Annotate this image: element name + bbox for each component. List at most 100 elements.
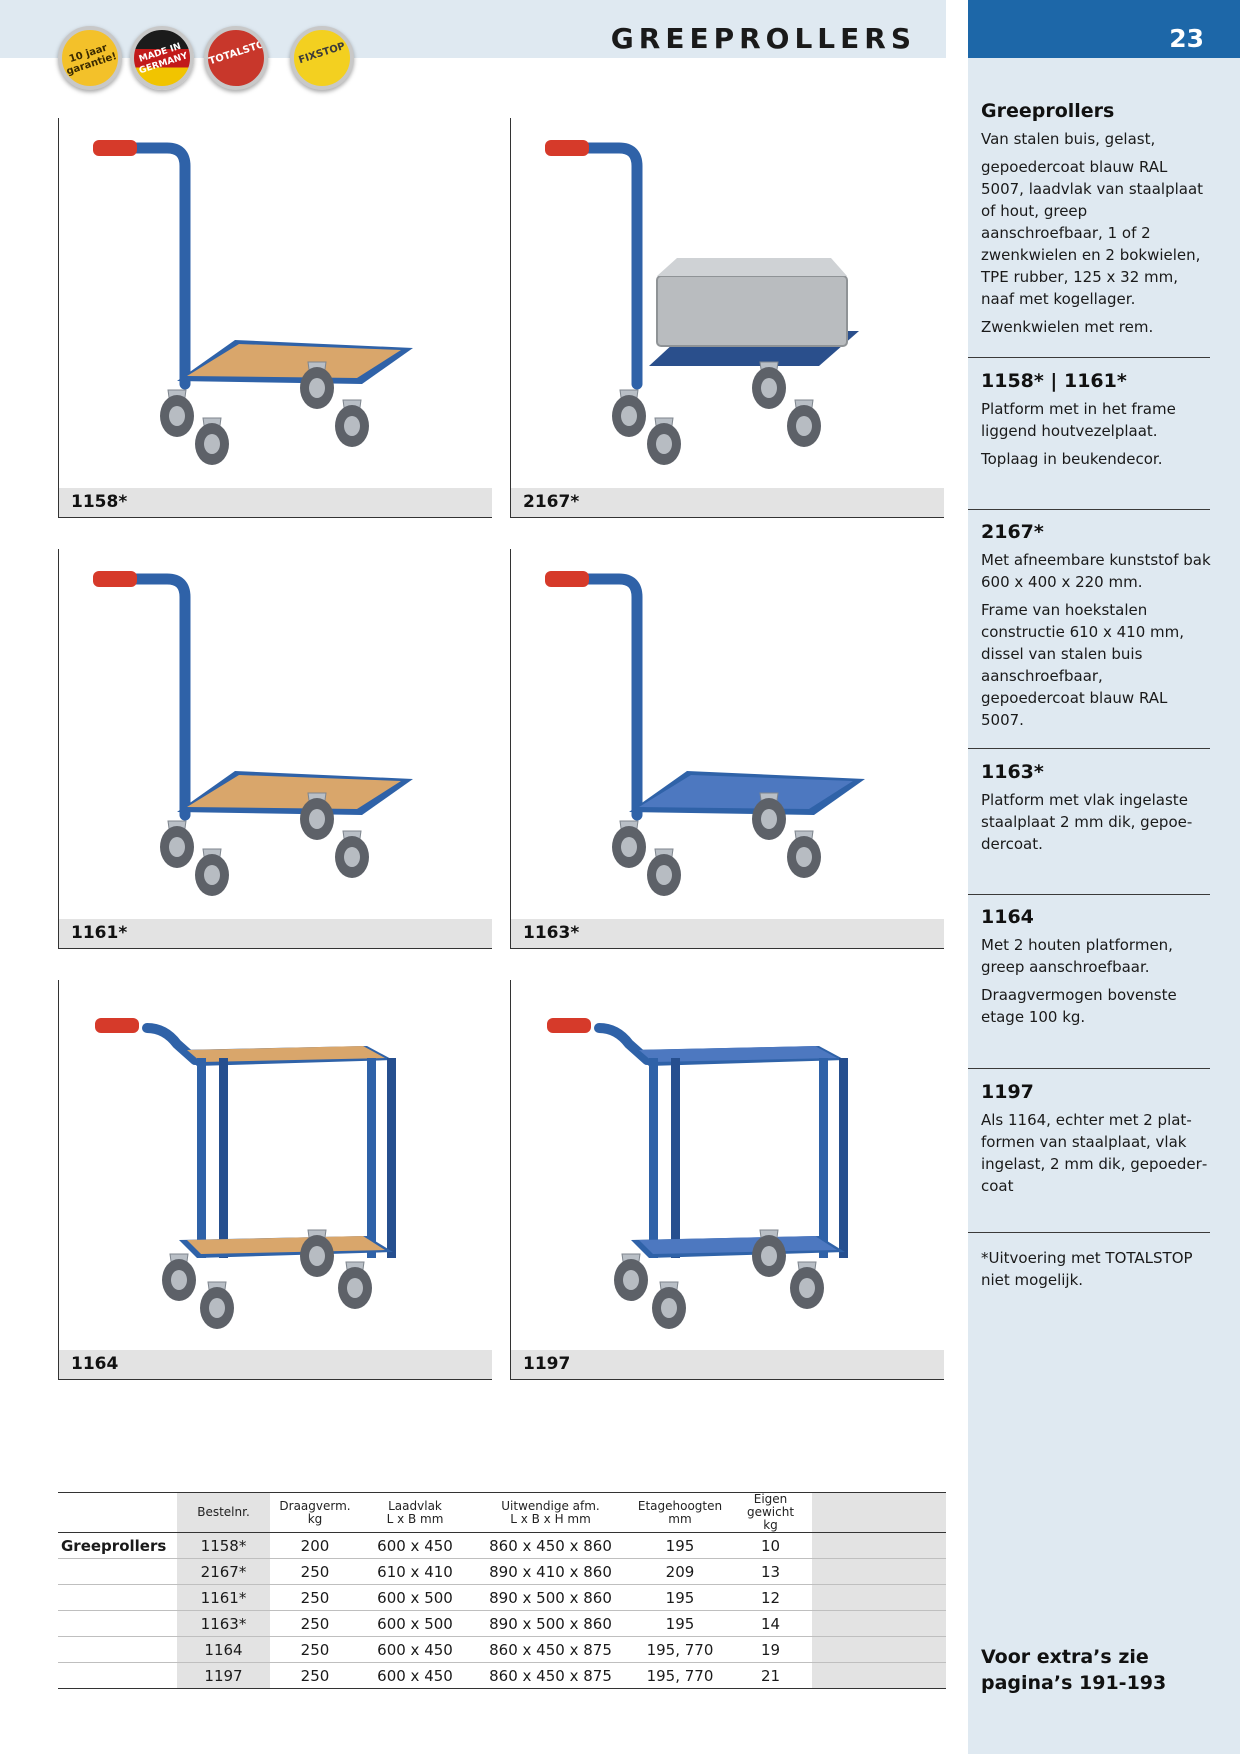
section-text: Met 2 houten platformen, greep aanschroe… bbox=[981, 936, 1173, 976]
row-label bbox=[58, 1585, 177, 1611]
table-cell: 195 bbox=[665, 1588, 695, 1607]
shelf-leg bbox=[819, 1058, 828, 1258]
table-cell: 21 bbox=[760, 1666, 781, 1685]
wheel-hub bbox=[169, 406, 185, 426]
top-shelf bbox=[639, 1046, 837, 1062]
shelf-leg bbox=[367, 1058, 376, 1258]
row-label bbox=[58, 1663, 177, 1689]
table-cell: 1158* bbox=[177, 1532, 270, 1559]
sidebar-section-1164: 1164 Met 2 houten platformen, greep aans… bbox=[981, 906, 1211, 1034]
sidebar-section-1197: 1197 Als 1164, echter met 2 plat­formen … bbox=[981, 1081, 1211, 1203]
sidebar-footer-note: Voor extra’s zie pagina’s 191-193 bbox=[981, 1646, 1167, 1694]
table-cell: 13 bbox=[760, 1562, 781, 1581]
sidebar-panel bbox=[968, 58, 1240, 1754]
table-cell-spacer bbox=[812, 1636, 946, 1663]
table-cell-spacer bbox=[812, 1584, 946, 1611]
trolley-illustration bbox=[545, 571, 865, 896]
handle-bar bbox=[142, 1023, 200, 1065]
handle-bar bbox=[579, 573, 643, 821]
shelf-leg bbox=[671, 1058, 680, 1258]
table-cell: 200 bbox=[300, 1536, 330, 1555]
wheel-hub bbox=[761, 1246, 777, 1266]
product-photo-2167: 2167* bbox=[510, 118, 944, 518]
wheel-hub bbox=[656, 434, 672, 454]
deck-platform bbox=[187, 775, 401, 809]
table-cell: 250 bbox=[300, 1614, 330, 1633]
table-cell: 1164 bbox=[177, 1636, 270, 1663]
footnote: *Uitvoering met TOTALSTOP niet mogelijk. bbox=[981, 1249, 1193, 1289]
page-number-box: 23 bbox=[968, 0, 1240, 58]
divider bbox=[968, 509, 1210, 510]
table-cell: 209 bbox=[665, 1562, 695, 1581]
sidebar-note: *Uitvoering met TOTALSTOP niet mogelijk. bbox=[981, 1247, 1211, 1297]
header-cell-spacer bbox=[812, 1492, 946, 1533]
grip-icon bbox=[545, 140, 589, 156]
table-row: Greeprollers 1158* 200 600 x 450 860 x 450 x… bbox=[58, 1532, 946, 1559]
row-label: Greeprollers bbox=[61, 1536, 167, 1555]
handle-bar bbox=[127, 142, 191, 390]
wheel-hub bbox=[796, 416, 812, 436]
shelf-leg bbox=[387, 1058, 396, 1258]
grip-icon bbox=[93, 571, 137, 587]
wheel-hub bbox=[623, 1270, 639, 1290]
sidebar-section-1163: 1163* Platform met vlak ingelaste staalp… bbox=[981, 761, 1211, 861]
table-cell: 860 x 450 x 875 bbox=[489, 1666, 612, 1685]
row-label bbox=[58, 1637, 177, 1663]
grip-icon bbox=[547, 1018, 591, 1033]
wheel-hub bbox=[344, 847, 360, 867]
table-cell: 195 bbox=[665, 1614, 695, 1633]
table-cell-spacer bbox=[812, 1558, 946, 1585]
section-title: 2167* bbox=[981, 521, 1044, 543]
trolley-illustration bbox=[95, 1018, 396, 1329]
product-photo-1197: 1197 bbox=[510, 980, 944, 1380]
warranty-badge: 10 jaar garantie! bbox=[58, 26, 122, 90]
table-cell: 10 bbox=[760, 1536, 781, 1555]
handle-bar bbox=[579, 142, 643, 390]
section-text: Met afneembare kunststof bak 600 x 400 x… bbox=[981, 551, 1211, 591]
trolley-illustration bbox=[93, 571, 413, 896]
section-title: Greeprollers bbox=[981, 100, 1115, 122]
section-title: 1197 bbox=[981, 1081, 1034, 1103]
table-cell-spacer bbox=[812, 1662, 946, 1689]
photo-caption: 1164 bbox=[59, 1350, 492, 1379]
table-cell: 600 x 500 bbox=[377, 1614, 453, 1633]
table-cell: 860 x 450 x 860 bbox=[489, 1536, 612, 1555]
handle-bar bbox=[127, 573, 191, 821]
page-title: GREEPROLLERS bbox=[610, 22, 916, 55]
grip-icon bbox=[545, 571, 589, 587]
wheel-hub bbox=[761, 809, 777, 829]
table-cell-spacer bbox=[812, 1532, 946, 1559]
table-cell: 890 x 410 x 860 bbox=[489, 1562, 612, 1581]
wheel-hub bbox=[761, 378, 777, 398]
divider bbox=[968, 357, 1210, 358]
section-text: Frame van hoekstalen constructie 610 x 4… bbox=[981, 601, 1185, 729]
table-cell: 600 x 450 bbox=[377, 1536, 453, 1555]
deck-platform bbox=[187, 344, 401, 378]
photo-caption: 1197 bbox=[511, 1350, 944, 1379]
table-cell: 600 x 450 bbox=[377, 1666, 453, 1685]
section-text: Als 1164, echter met 2 plat­formen van s… bbox=[981, 1111, 1208, 1195]
header-bestelnr: Bestelnr. bbox=[177, 1492, 270, 1533]
plastic-box-top bbox=[657, 258, 847, 276]
grip-icon bbox=[95, 1018, 139, 1033]
wheel-hub bbox=[661, 1298, 677, 1318]
wheel-hub bbox=[309, 809, 325, 829]
header-uitwendige-afm: Uitwendige afm.L x B x H mm bbox=[501, 1498, 600, 1526]
shelf-leg bbox=[219, 1058, 228, 1258]
shelf-leg bbox=[839, 1058, 848, 1258]
plastic-box bbox=[656, 275, 848, 347]
section-title: 1164 bbox=[981, 906, 1034, 928]
grip-icon bbox=[93, 140, 137, 156]
table-cell: 890 x 500 x 860 bbox=[489, 1588, 612, 1607]
sidebar-intro: Greeprollers Van stalen buis, gelast, ge… bbox=[981, 100, 1211, 344]
section-text: Van stalen buis, gelast, bbox=[981, 130, 1156, 148]
section-text: Zwenkwielen met rem. bbox=[981, 318, 1154, 336]
table-body: Greeprollers 1158* 200 600 x 450 860 x 450 x… bbox=[58, 1532, 946, 1689]
table-cell: 14 bbox=[760, 1614, 781, 1633]
table-cell: 2167* bbox=[177, 1558, 270, 1585]
